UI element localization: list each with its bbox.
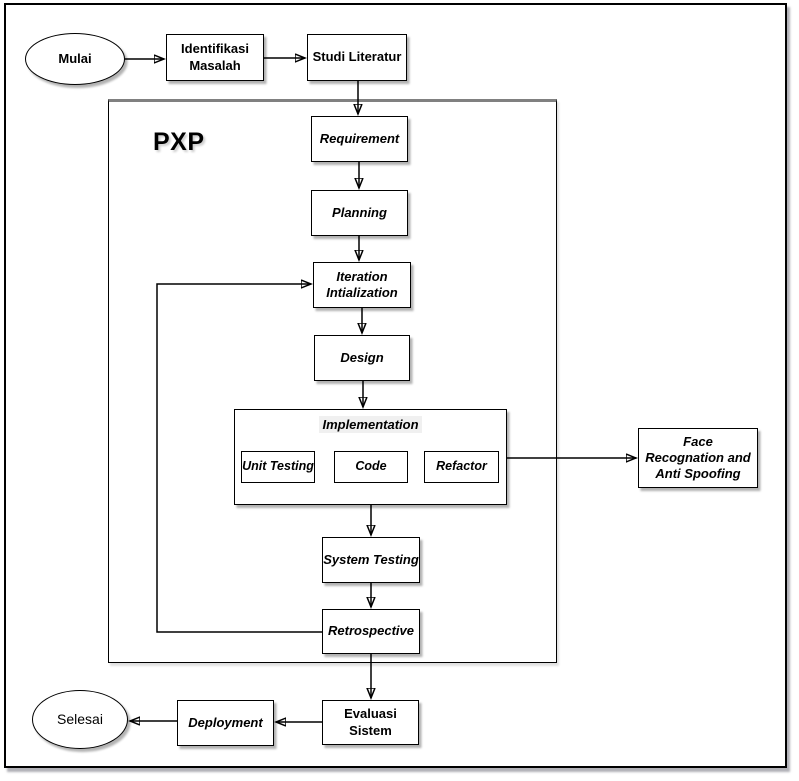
- node-code-label: Code: [355, 459, 387, 474]
- node-implementation-label-row: Implementation: [235, 416, 506, 433]
- node-deployment-label: Deployment: [188, 714, 263, 730]
- node-requirement: Requirement: [311, 116, 408, 162]
- pxp-container: PXP: [108, 99, 557, 663]
- node-iteration-intialization-label: Iteration Intialization: [326, 268, 398, 300]
- node-unit-testing-label: Unit Testing: [242, 459, 314, 474]
- node-refactor-label: Refactor: [436, 459, 487, 474]
- node-retrospective-label: Retrospective: [328, 623, 414, 639]
- node-system-testing: System Testing: [322, 537, 420, 583]
- node-identifikasi-masalah: Identifikasi Masalah: [166, 34, 264, 81]
- node-evaluasi-sistem: Evaluasi Sistem: [322, 700, 419, 745]
- pxp-container-label: PXP: [153, 128, 205, 156]
- node-code: Code: [334, 451, 408, 483]
- node-evaluasi-sistem-label: Evaluasi Sistem: [344, 706, 397, 738]
- node-studi-literatur: Studi Literatur: [307, 34, 407, 81]
- node-design-label: Design: [340, 349, 384, 365]
- node-selesai: Selesai: [32, 690, 128, 749]
- node-studi-literatur-label: Studi Literatur: [312, 49, 402, 65]
- node-implementation: Implementation Unit Testing Code Refacto…: [234, 409, 507, 505]
- node-selesai-label: Selesai: [57, 710, 103, 727]
- node-face-recognation-label: Face Recognation and Anti Spoofing: [645, 433, 751, 482]
- node-requirement-label: Requirement: [319, 130, 400, 146]
- node-mulai: Mulai: [25, 33, 125, 85]
- node-identifikasi-masalah-label: Identifikasi Masalah: [181, 41, 249, 73]
- node-retrospective: Retrospective: [322, 609, 420, 654]
- node-planning-label: Planning: [332, 204, 387, 220]
- node-unit-testing: Unit Testing: [241, 451, 315, 483]
- node-deployment: Deployment: [177, 700, 274, 746]
- node-refactor: Refactor: [424, 451, 499, 483]
- node-face-recognation: Face Recognation and Anti Spoofing: [638, 428, 758, 488]
- node-mulai-label: Mulai: [58, 50, 92, 66]
- node-planning: Planning: [311, 190, 408, 236]
- node-design: Design: [314, 335, 410, 381]
- node-system-testing-label: System Testing: [323, 551, 419, 567]
- node-iteration-intialization: Iteration Intialization: [313, 262, 411, 308]
- edge-retrospective-iteration-loop: [156, 284, 322, 633]
- node-implementation-label: Implementation: [319, 416, 422, 433]
